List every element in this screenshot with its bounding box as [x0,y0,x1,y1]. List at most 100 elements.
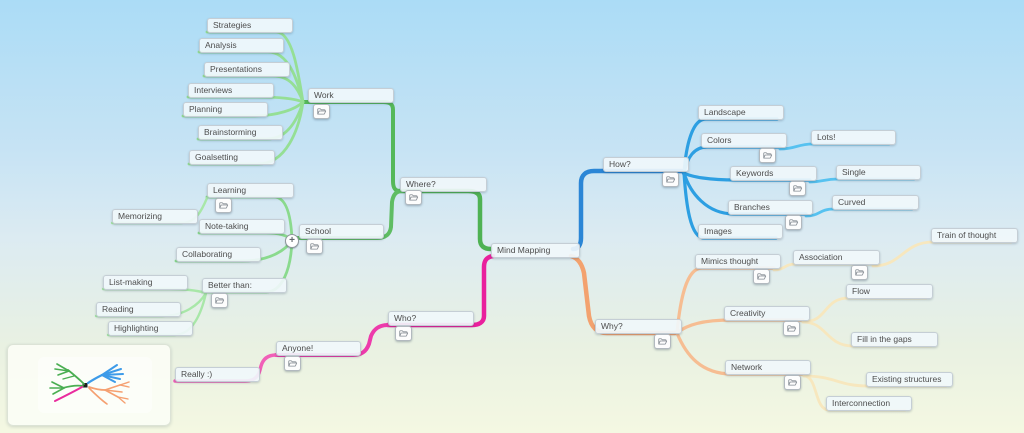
sketch-stroke [56,363,70,372]
folder-icon-where[interactable] [405,190,422,205]
open-folder-glyph [788,379,798,386]
open-folder-glyph [399,330,409,337]
node-why[interactable]: Why? [595,319,682,334]
open-folder-glyph [789,219,799,226]
open-folder-glyph [855,269,865,276]
open-folder-glyph [215,297,225,304]
connector-mindmap-who [385,253,496,328]
sketch-stroke [54,386,83,402]
node-collaborating[interactable]: Collaborating [176,247,261,262]
node-really[interactable]: Really :) [175,367,260,382]
open-folder-glyph [288,360,298,367]
open-folder-glyph [219,202,229,209]
node-goalsetting[interactable]: Goalsetting [189,150,275,165]
image-node[interactable] [7,344,171,426]
node-how[interactable]: How? [603,157,689,172]
node-keywords[interactable]: Keywords [730,166,817,181]
sketch-stroke [86,373,104,385]
node-school[interactable]: School [299,224,384,239]
connector-association-train [871,240,1013,268]
sketch-stroke [101,374,116,383]
node-curved[interactable]: Curved [832,195,919,210]
node-where[interactable]: Where? [400,177,487,192]
open-folder-glyph [793,185,803,192]
folder-icon-branches[interactable] [785,215,802,230]
node-creativity[interactable]: Creativity [724,306,810,321]
connector-branches-curved [804,207,914,218]
open-folder-glyph [317,108,327,115]
sketch-stroke [119,381,130,386]
folder-icon-work[interactable] [313,104,330,119]
connector-creativity-flow [801,296,928,324]
sketch-stroke [52,387,65,395]
node-single[interactable]: Single [836,165,921,180]
sketch-stroke [54,368,70,372]
open-folder-glyph [666,176,676,183]
sketch-stroke [117,396,129,400]
node-colors[interactable]: Colors [701,133,787,148]
folder-icon-who[interactable] [395,326,412,341]
node-branches[interactable]: Branches [728,200,813,215]
node-memorizing[interactable]: Memorizing [112,209,198,224]
folder-icon-network[interactable] [784,375,801,390]
node-list-making[interactable]: List-making [103,275,188,290]
connector-school-note-taking [197,231,294,242]
sketch-stroke [62,384,84,389]
node-presentations[interactable]: Presentations [204,62,290,77]
node-landscape[interactable]: Landscape [698,105,784,120]
node-fill-in-the-gaps[interactable]: Fill in the gaps [851,332,938,347]
sketch-stroke [51,381,65,389]
open-folder-glyph [757,273,767,280]
node-flow[interactable]: Flow [846,284,933,299]
node-interviews[interactable]: Interviews [188,83,274,98]
node-images[interactable]: Images [698,224,783,239]
sketch-stroke [62,375,75,380]
node-brainstorming[interactable]: Brainstorming [198,125,283,140]
node-learning[interactable]: Learning [207,183,294,198]
node-lots[interactable]: Lots! [811,130,896,145]
folder-icon-better-than[interactable] [211,293,228,308]
node-anyone[interactable]: Anyone! [276,341,361,356]
node-existing-structures[interactable]: Existing structures [866,372,953,387]
node-strategies[interactable]: Strategies [207,18,293,33]
folder-icon-colors[interactable] [759,148,776,163]
open-folder-glyph [787,325,797,332]
sketch-stroke [104,389,123,393]
folder-icon-creativity[interactable] [783,321,800,336]
node-interconnection[interactable]: Interconnection [826,396,912,411]
node-association[interactable]: Association [793,250,880,265]
folder-icon-keywords[interactable] [789,181,806,196]
sketch-stroke [57,370,70,376]
sketch-stroke [88,386,106,391]
node-better-than[interactable]: Better than: [202,278,287,293]
node-planning[interactable]: Planning [183,102,268,117]
sketch-stroke [119,384,130,388]
expand-collapse-button[interactable]: + [285,234,299,248]
node-note-taking[interactable]: Note-taking [199,219,285,234]
sketch-stroke [104,384,121,391]
node-mimics-thought[interactable]: Mimics thought [695,254,781,269]
folder-icon-how[interactable] [662,172,679,187]
open-folder-glyph [658,338,668,345]
open-folder-glyph [409,194,419,201]
node-analysis[interactable]: Analysis [199,38,284,53]
node-reading[interactable]: Reading [96,302,181,317]
sketch-stroke [117,396,126,404]
folder-icon-learning[interactable] [215,198,232,213]
node-work[interactable]: Work [308,88,394,103]
folder-icon-school[interactable] [306,239,323,254]
node-mind-mapping[interactable]: Mind Mapping [491,243,580,258]
sketch-center-square [82,383,88,388]
node-highlighting[interactable]: Highlighting [108,321,193,336]
folder-icon-anyone[interactable] [284,356,301,371]
node-train-of-thought[interactable]: Train of thought [931,228,1018,243]
folder-icon-mimics-thought[interactable] [753,269,770,284]
node-network[interactable]: Network [725,360,811,375]
mindmap-sketch-image [49,363,130,405]
open-folder-glyph [310,243,320,250]
open-folder-glyph [763,152,773,159]
node-who[interactable]: Who? [388,311,474,326]
folder-icon-why[interactable] [654,334,671,349]
folder-icon-association[interactable] [851,265,868,280]
